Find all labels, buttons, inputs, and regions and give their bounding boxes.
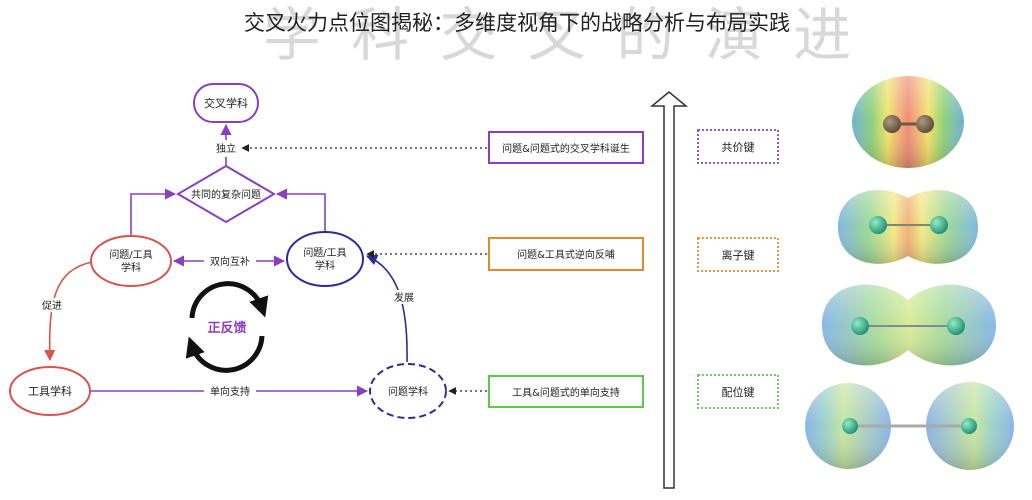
- independent-label: 独立: [216, 142, 236, 155]
- box-reverse-label: 问题&工具式逆向反哺: [517, 248, 615, 261]
- bond-covalent-label: 共价键: [722, 140, 755, 154]
- bond-ionic-label: 离子键: [722, 248, 755, 262]
- promote-label: 促进: [42, 299, 62, 312]
- box-oneway-label: 工具&问题式的单向支持: [512, 386, 620, 399]
- problem-subject-label: 问题学科: [388, 385, 428, 398]
- bond-coordinate-box: [697, 374, 779, 409]
- evolution-up-arrow: [649, 91, 689, 489]
- bidirectional-label-bg: [204, 254, 256, 268]
- promote-label-bg: [38, 298, 66, 312]
- problem-tool-right-line2: 学科: [315, 259, 335, 272]
- left-to-diamond-connector: [130, 188, 177, 236]
- common-problem-diamond: [176, 164, 276, 224]
- page-title: 交叉火力点位图揭秘：多维度视角下的战略分析与布局实践: [244, 11, 790, 35]
- right-to-diamond-connector: [275, 188, 326, 234]
- problem-tool-left-line2: 学科: [121, 261, 141, 274]
- bond-covalent-box: [697, 129, 779, 164]
- problem-tool-right-line1: 问题/工具: [303, 246, 346, 259]
- molecule-ionic-image: [838, 190, 978, 264]
- develop-label: 发展: [394, 291, 414, 304]
- problem-tool-left-node: [90, 235, 172, 287]
- one-way-support-label-bg: [204, 384, 256, 398]
- molecule-intermediate-image: [822, 284, 996, 366]
- problem-tool-right-node: [286, 231, 364, 287]
- positive-feedback-label: 正反馈: [207, 320, 246, 336]
- box-birth: [488, 131, 644, 164]
- box-oneway: [488, 375, 644, 408]
- box-reverse: [488, 237, 644, 271]
- cross-subject-label: 交叉学科: [204, 96, 248, 110]
- cross-subject-node: [193, 83, 259, 123]
- problem-subject-node: [369, 363, 447, 419]
- box-birth-label: 问题&问题式的交叉学科诞生: [502, 142, 630, 155]
- tool-subject-label: 工具学科: [28, 384, 72, 398]
- molecule-coordinate-image: [805, 382, 1014, 470]
- problem-tool-left-line1: 问题/工具: [109, 248, 152, 261]
- promote-arrow: [44, 261, 93, 362]
- develop-label-bg: [390, 290, 418, 304]
- develop-arrow: [365, 254, 408, 363]
- watermark-text: 学 科 交 叉 的 演 进: [263, 1, 858, 69]
- positive-feedback-cycle-icon: [185, 281, 269, 373]
- molecule-covalent-image: [852, 76, 964, 168]
- bond-coordinate-label: 配位键: [722, 385, 755, 399]
- bond-ionic-box: [697, 237, 779, 272]
- bidirectional-label: 双向互补: [210, 255, 250, 268]
- one-way-support-label: 单向支持: [210, 385, 250, 398]
- common-problem-label: 共同的复杂问题: [191, 188, 261, 201]
